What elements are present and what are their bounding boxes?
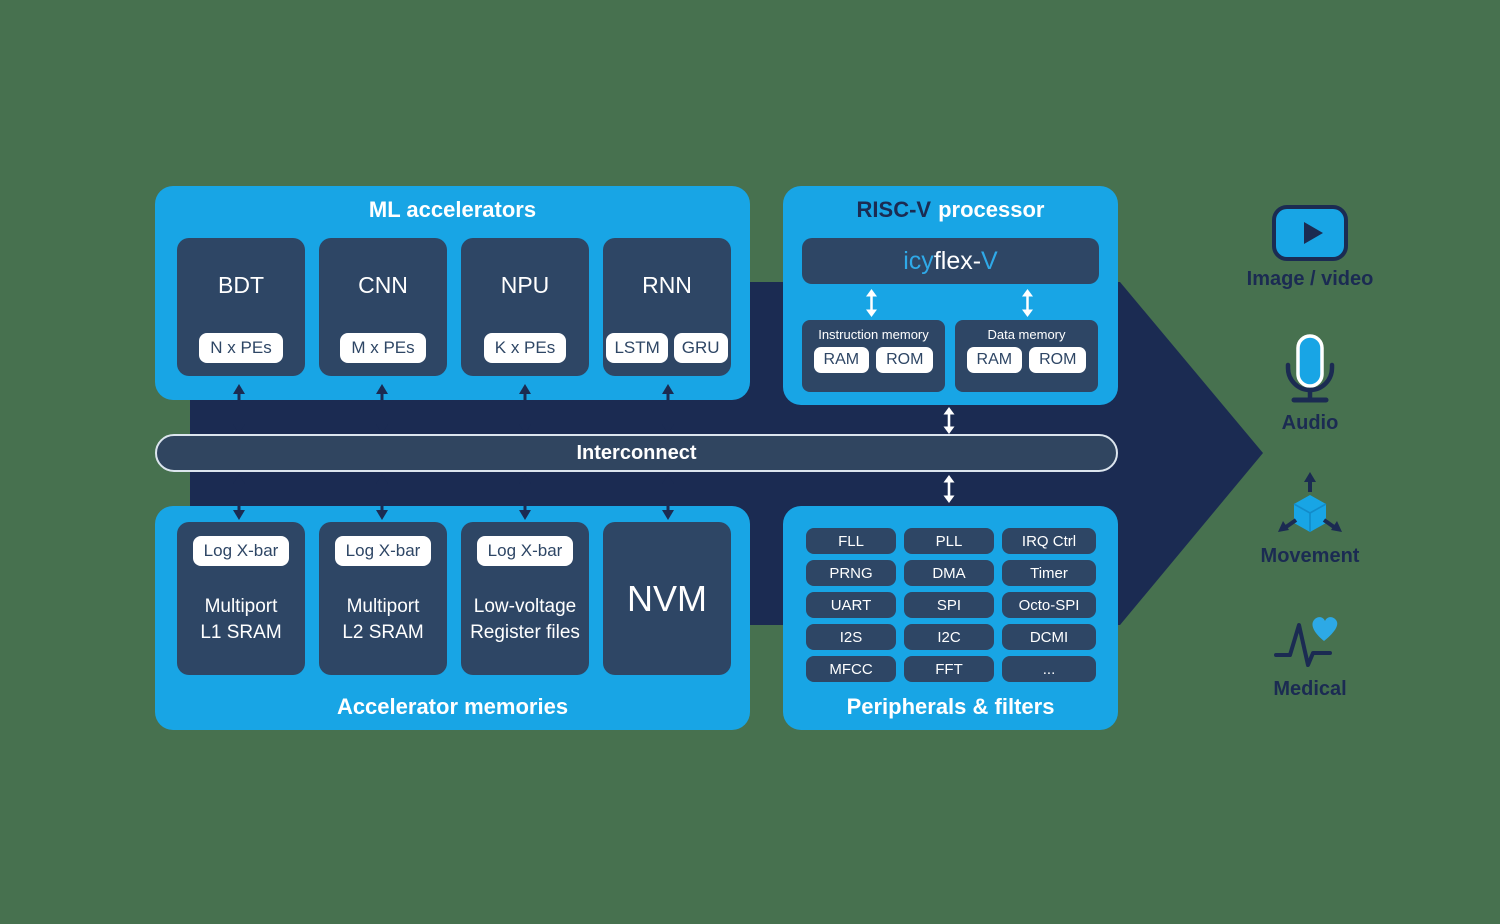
interconnect-l2-arrow (376, 474, 388, 520)
block-nvm: NVM (603, 522, 731, 675)
l1-line1: Multiport (204, 596, 278, 617)
core-dmem-arrow (1022, 289, 1033, 317)
peripherals-title: Peripherals & filters (846, 694, 1055, 719)
periph-prng: PRNG (806, 560, 896, 586)
interconnect-peripherals-arrow (943, 475, 955, 503)
block-npu-label: NPU (500, 272, 550, 298)
ml-accelerators-panel: ML accelerators BDT N x PEs CNN M x PEs … (155, 186, 750, 400)
rnn-interconnect-arrow (662, 384, 674, 434)
periph-fll: FLL (806, 528, 896, 554)
core-imem-arrow (866, 289, 877, 317)
l1-line2: L1 SRAM (200, 622, 282, 643)
periph-octo-spi: Octo-SPI (1002, 592, 1096, 618)
block-cnn-label: CNN (358, 272, 408, 298)
data-memory-block: Data memory RAM ROM (955, 320, 1098, 392)
block-register-files: Log X-bar Low-voltage Register files (461, 522, 589, 675)
core-name-part3: V (981, 246, 998, 275)
periph-irq-ctrl: IRQ Ctrl (1002, 528, 1096, 554)
block-l1-sram: Log X-bar Multiport L1 SRAM (177, 522, 305, 675)
nvm-label: NVM (627, 577, 707, 619)
bdt-interconnect-arrow (233, 384, 245, 434)
periph-pll: PLL (904, 528, 994, 554)
periph-dma: DMA (904, 560, 994, 586)
image-video-label: Image / video (1246, 268, 1374, 290)
dmem-ram-pill: RAM (966, 347, 1023, 373)
interconnect-nvm-arrow (662, 474, 674, 520)
npu-interconnect-arrow (519, 384, 531, 434)
imem-ram-pill: RAM (813, 347, 870, 373)
npu-pes-pill: K x PEs (483, 333, 567, 363)
instruction-memory-block: Instruction memory RAM ROM (802, 320, 945, 392)
medical-label: Medical (1273, 678, 1347, 700)
ml-accelerators-title: ML accelerators (368, 197, 537, 222)
movement-label: Movement (1260, 545, 1360, 567)
output-movement: Movement (1225, 472, 1395, 568)
movement-cube-icon (1278, 472, 1342, 532)
peripherals-grid: FLL PLL IRQ Ctrl PRNG DMA Timer UART SPI… (806, 528, 1096, 682)
core-name-part1: icy (903, 246, 934, 275)
cnn-interconnect-arrow (376, 384, 388, 434)
cnn-pes-pill: M x PEs (340, 333, 426, 363)
l2-line2: L2 SRAM (342, 622, 424, 643)
block-bdt-label: BDT (218, 272, 264, 298)
output-image-video: Image / video (1225, 205, 1395, 291)
dmem-rom-pill: ROM (1029, 347, 1087, 373)
data-memory-label: Data memory (987, 327, 1066, 342)
accelerator-memories-panel: Log X-bar Multiport L1 SRAM Log X-bar Mu… (155, 506, 750, 730)
peripherals-panel: FLL PLL IRQ Ctrl PRNG DMA Timer UART SPI… (783, 506, 1118, 730)
riscv-interconnect-arrow (943, 407, 955, 434)
audio-label: Audio (1281, 412, 1339, 434)
video-player-icon (1272, 205, 1348, 261)
periph-uart: UART (806, 592, 896, 618)
accelerator-memories-title: Accelerator memories (336, 694, 569, 719)
block-npu: NPU K x PEs (461, 238, 589, 376)
regfile-line1: Low-voltage (473, 596, 577, 617)
interconnect-bus: Interconnect (155, 434, 1118, 472)
instruction-memory-label: Instruction memory (818, 327, 929, 342)
block-rnn-label: RNN (642, 272, 692, 298)
periph-more: ... (1002, 656, 1096, 682)
block-l2-sram: Log X-bar Multiport L2 SRAM (319, 522, 447, 675)
regfile-xbar-pill: Log X-bar (476, 536, 574, 566)
interconnect-regfile-arrow (519, 474, 531, 520)
riscv-memories-row: Instruction memory RAM ROM Data memory R… (802, 320, 1098, 392)
memory-blocks-row: Log X-bar Multiport L1 SRAM Log X-bar Mu… (177, 522, 731, 675)
periph-timer: Timer (1002, 560, 1096, 586)
block-rnn: RNN LSTM GRU (603, 238, 731, 376)
regfile-line2: Register files (470, 622, 580, 643)
l2-xbar-pill: Log X-bar (334, 536, 432, 566)
block-bdt: BDT N x PEs (177, 238, 305, 376)
riscv-title-rest: processor (938, 197, 1045, 222)
bdt-pes-pill: N x PEs (199, 333, 283, 363)
interconnect-label: Interconnect (576, 441, 697, 464)
periph-mfcc: MFCC (806, 656, 896, 682)
ml-blocks-row: BDT N x PEs CNN M x PEs NPU K x PEs RNN … (177, 238, 731, 376)
microphone-icon (1285, 334, 1335, 403)
imem-rom-pill: ROM (876, 347, 934, 373)
rnn-gru-pill: GRU (673, 333, 728, 363)
periph-i2c: I2C (904, 624, 994, 650)
output-medical: Medical (1225, 613, 1395, 701)
core-name-part2: flex- (933, 246, 982, 275)
interconnect-l1-arrow (233, 474, 245, 520)
periph-dcmi: DCMI (1002, 624, 1096, 650)
periph-spi: SPI (904, 592, 994, 618)
block-cnn: CNN M x PEs (319, 238, 447, 376)
rnn-lstm-pill: LSTM (606, 333, 668, 363)
periph-fft: FFT (904, 656, 994, 682)
periph-i2s: I2S (806, 624, 896, 650)
output-audio: Audio (1225, 333, 1395, 435)
l1-xbar-pill: Log X-bar (192, 536, 290, 566)
riscv-title-brand: RISC-V (856, 197, 932, 222)
l2-line1: Multiport (346, 596, 420, 617)
heartbeat-icon (1274, 617, 1338, 667)
